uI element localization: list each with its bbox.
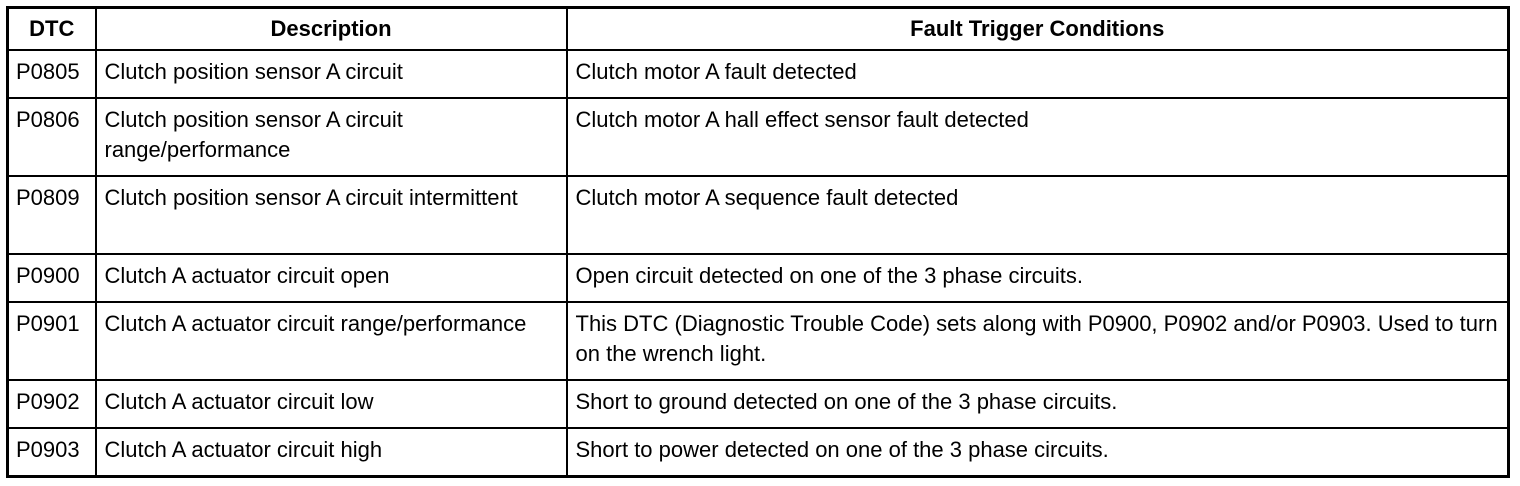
cell-dtc: P0806 [6,97,97,177]
cell-dtc: P0902 [6,379,97,429]
cell-description: Clutch A actuator circuit open [94,253,568,303]
cell-conditions: Short to ground detected on one of the 3… [565,379,1510,429]
dtc-table-container: DTC Description Fault Trigger Conditions… [6,6,1510,478]
header-dtc: DTC [6,6,97,51]
table-row: P0901 Clutch A actuator circuit range/pe… [6,301,1510,381]
table-row: P0903 Clutch A actuator circuit high Sho… [6,427,1510,478]
cell-description: Clutch A actuator circuit low [94,379,568,429]
cell-description: Clutch position sensor A circuit range/p… [94,97,568,177]
cell-dtc: P0809 [6,175,97,255]
table-row: P0900 Clutch A actuator circuit open Ope… [6,253,1510,303]
table-row: P0806 Clutch position sensor A circuit r… [6,97,1510,177]
table-row: P0805 Clutch position sensor A circuit C… [6,49,1510,99]
cell-description: Clutch position sensor A circuit [94,49,568,99]
cell-dtc: P0900 [6,253,97,303]
cell-description: Clutch A actuator circuit range/performa… [94,301,568,381]
header-description: Description [94,6,568,51]
cell-dtc: P0901 [6,301,97,381]
cell-conditions: Clutch motor A hall effect sensor fault … [565,97,1510,177]
cell-conditions: Short to power detected on one of the 3 … [565,427,1510,478]
cell-dtc: P0805 [6,49,97,99]
cell-conditions: Clutch motor A sequence fault detected [565,175,1510,255]
cell-description: Clutch A actuator circuit high [94,427,568,478]
cell-dtc: P0903 [6,427,97,478]
table-header-row: DTC Description Fault Trigger Conditions [6,6,1510,51]
table-row: P0902 Clutch A actuator circuit low Shor… [6,379,1510,429]
cell-conditions: Open circuit detected on one of the 3 ph… [565,253,1510,303]
cell-description: Clutch position sensor A circuit intermi… [94,175,568,255]
dtc-table: DTC Description Fault Trigger Conditions… [6,6,1510,478]
cell-conditions: This DTC (Diagnostic Trouble Code) sets … [565,301,1510,381]
table-row: P0809 Clutch position sensor A circuit i… [6,175,1510,255]
header-fault-trigger-conditions: Fault Trigger Conditions [565,6,1510,51]
cell-conditions: Clutch motor A fault detected [565,49,1510,99]
